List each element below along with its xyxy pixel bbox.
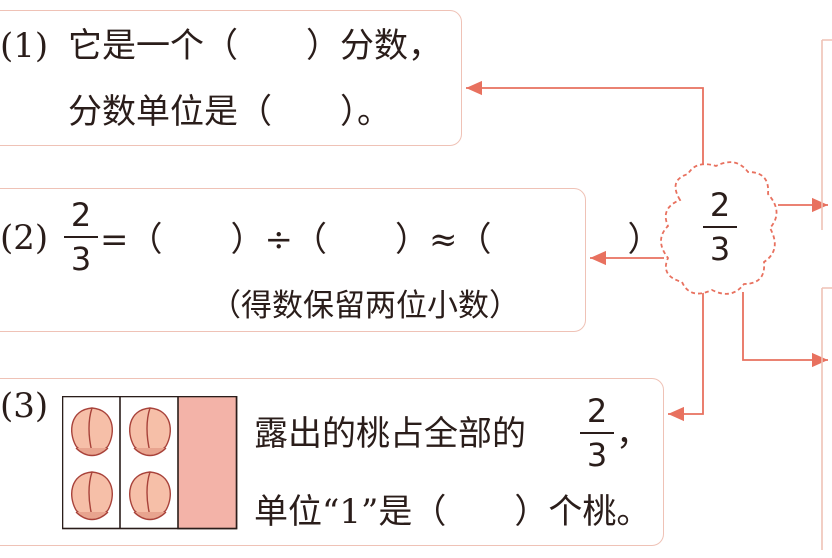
q1-line1: 它是一个（ ）分数， <box>68 26 442 66</box>
q1-line2: 分数单位是（ ）。 <box>68 92 391 132</box>
q3-comma: ， <box>616 414 650 454</box>
peach-icon <box>129 407 171 457</box>
q3-line2: 单位“1”是（ ）个桃。 <box>254 492 651 532</box>
q3-fraction: 2 3 <box>580 392 614 474</box>
peach-icon <box>71 407 113 457</box>
arrow-right-lower <box>742 292 828 368</box>
q3-numerator: 2 <box>586 392 608 430</box>
q1-number: (1) <box>0 26 49 66</box>
q3-denominator: 3 <box>586 436 608 475</box>
q2-equation: =（ ）÷（ ）≈（ ） <box>100 220 662 260</box>
q2-denominator: 3 <box>70 240 92 279</box>
q2-note: （得数保留两位小数） <box>210 288 520 324</box>
cover-panel <box>177 396 238 530</box>
center-numerator: 2 <box>709 186 731 224</box>
q2-number: (2) <box>0 218 49 258</box>
fraction-bar <box>64 236 98 239</box>
peach-figure <box>62 396 238 530</box>
q3-number: (3) <box>0 386 49 426</box>
fraction-bar <box>703 226 737 229</box>
q2-fraction: 2 3 <box>64 196 98 278</box>
q3-line1: 露出的桃占全部的 <box>254 414 526 454</box>
peach-icon <box>129 471 171 521</box>
fraction-bar <box>580 432 614 435</box>
q2-numerator: 2 <box>70 196 92 234</box>
arrow-to-q1 <box>466 80 704 180</box>
center-fraction: 2 3 <box>703 186 737 268</box>
arrow-to-q3 <box>668 292 704 422</box>
peach-icon <box>71 471 113 521</box>
question-1-box <box>0 10 462 146</box>
center-denominator: 3 <box>709 230 731 269</box>
question-2-box <box>0 188 586 332</box>
